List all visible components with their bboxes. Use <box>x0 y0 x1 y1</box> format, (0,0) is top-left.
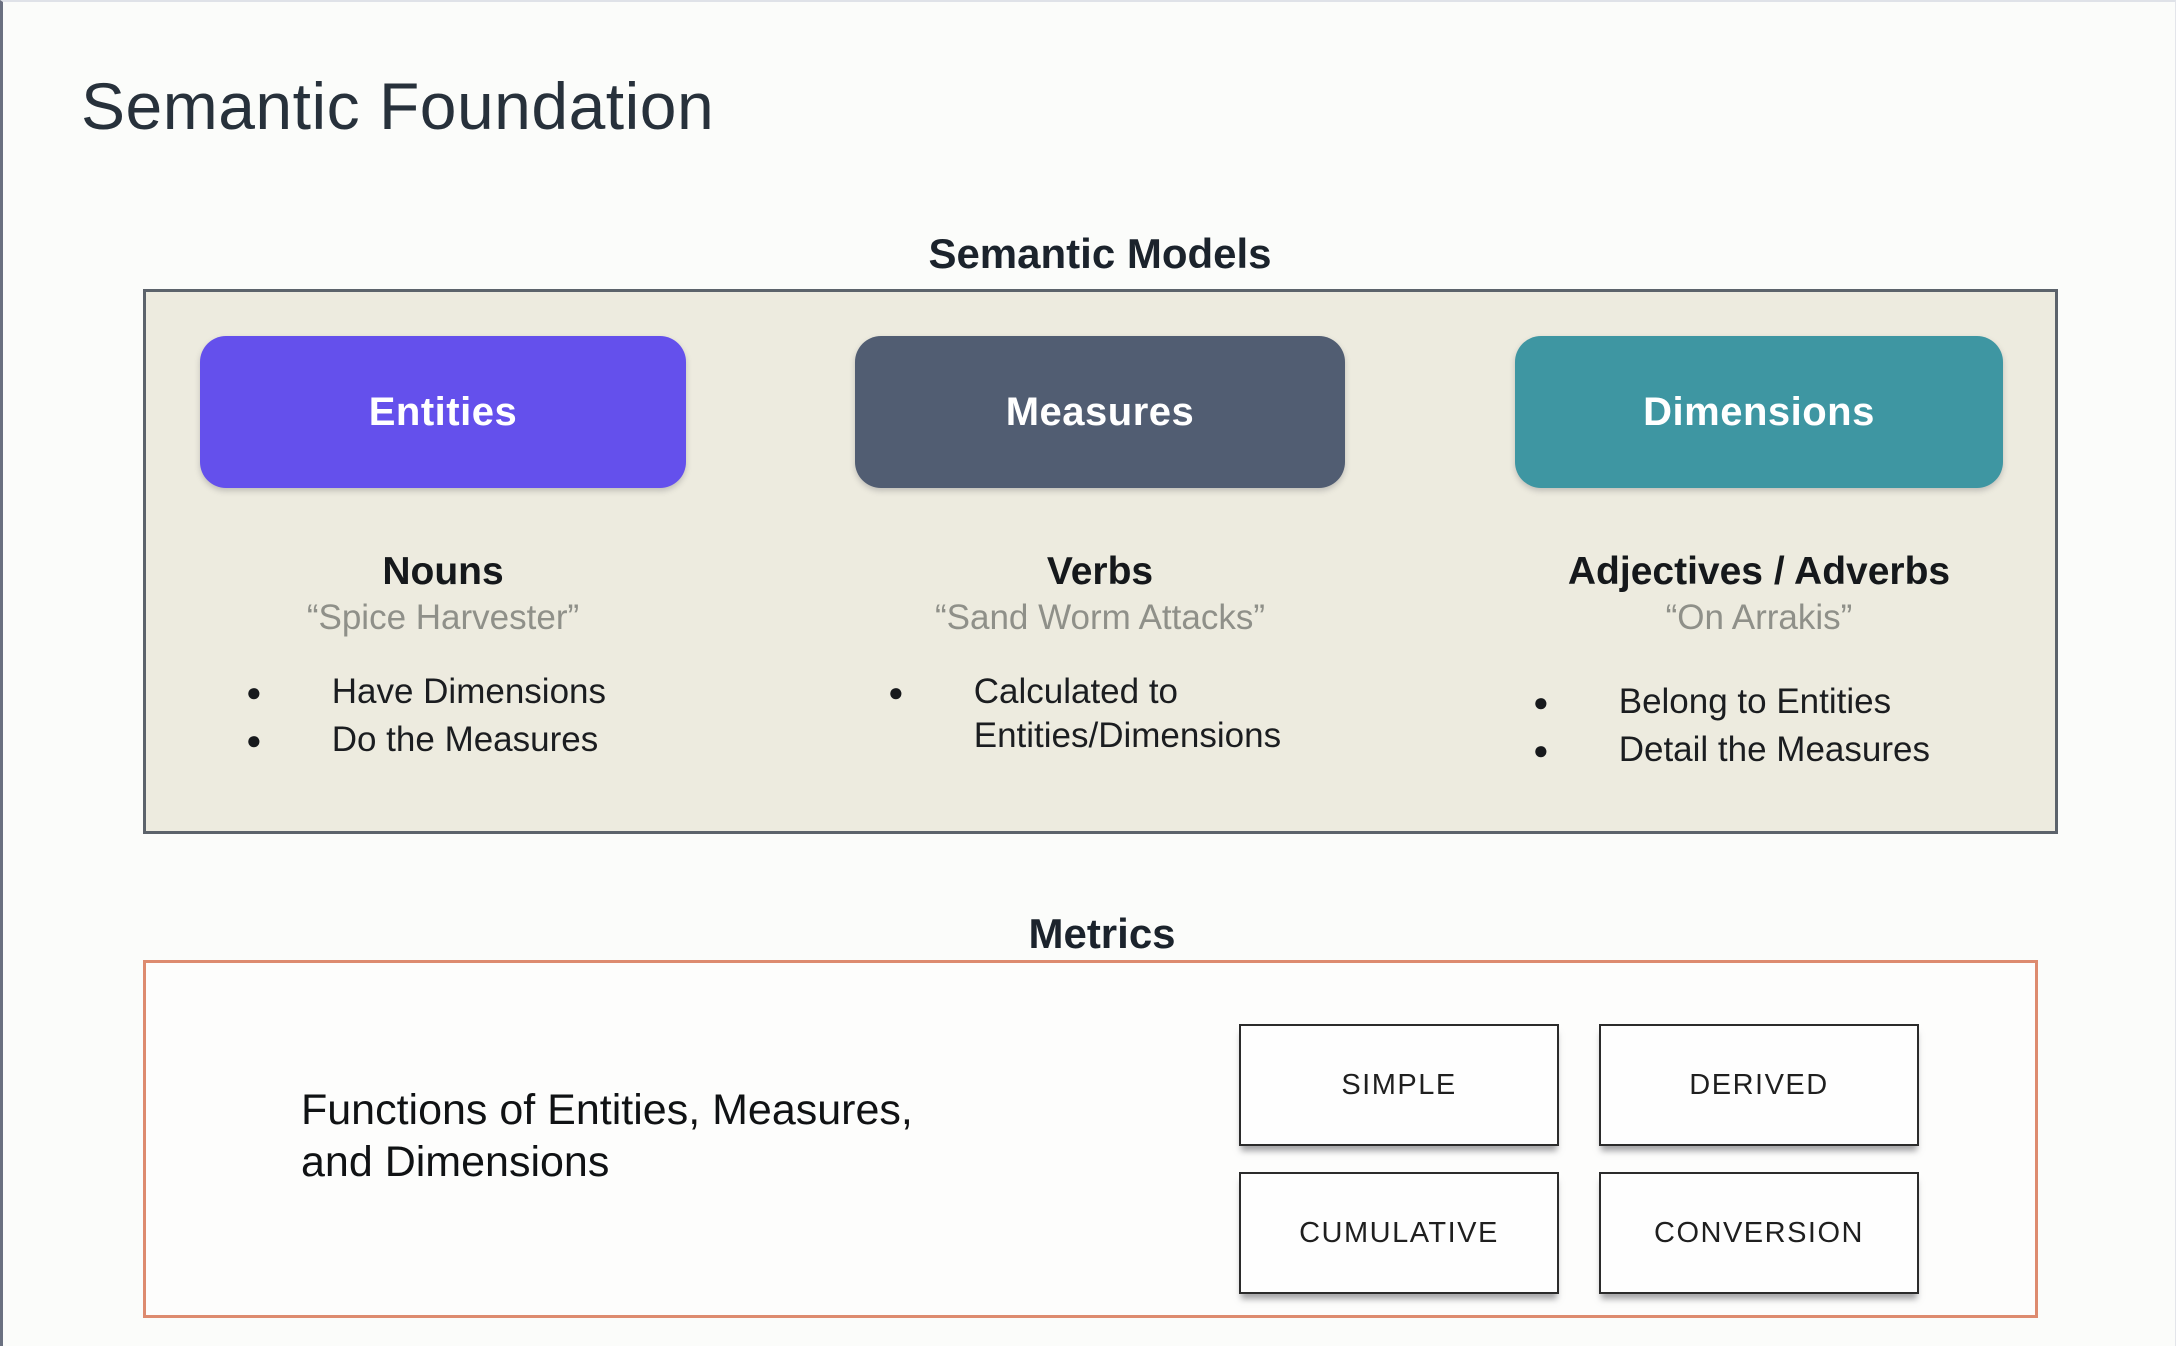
entities-bullet-list: ● Have Dimensions ● Do the Measures <box>246 670 606 762</box>
measures-example-quote: “Sand Worm Attacks” <box>934 598 1265 637</box>
bullet-item: ● Have Dimensions <box>246 670 606 714</box>
bullet-text: Belong to Entities <box>1618 682 1892 721</box>
dimensions-example-quote: “On Arrakis” <box>1665 598 1853 637</box>
metric-type-label: DERIVED <box>1689 1068 1829 1101</box>
measures-bullet-list: ● Calculated to Entities/Dimensions <box>888 670 1394 758</box>
semantic-models-heading: Semantic Models <box>928 230 1272 277</box>
bullet-dot-icon: ● <box>1533 687 1549 717</box>
bullet-item: ● Belong to Entities <box>1533 680 1930 724</box>
dimensions-role-heading: Adjectives / Adverbs <box>1567 550 1951 593</box>
measures-button: Measures <box>855 336 1345 488</box>
bullet-item: ● Do the Measures <box>246 718 606 762</box>
measures-role-heading: Verbs <box>1046 550 1154 593</box>
bullet-text: Detail the Measures <box>1618 730 1930 769</box>
metrics-description-line1: Functions of Entities, Measures, <box>301 1086 913 1134</box>
measures-button-label: Measures <box>1005 389 1195 434</box>
metrics-description-line2: and Dimensions <box>301 1138 610 1186</box>
entities-role-heading: Nouns <box>382 550 504 593</box>
bullet-dot-icon: ● <box>888 677 904 707</box>
metric-type-cumulative: CUMULATIVE <box>1239 1172 1559 1294</box>
bullet-text: Have Dimensions <box>331 672 606 711</box>
entities-button: Entities <box>200 336 686 488</box>
bullet-dot-icon: ● <box>246 677 262 707</box>
bullet-text: Do the Measures <box>331 720 599 759</box>
metric-type-conversion: CONVERSION <box>1599 1172 1919 1294</box>
metric-type-label: CONVERSION <box>1654 1216 1864 1249</box>
metric-type-simple: SIMPLE <box>1239 1024 1559 1146</box>
entities-example-quote: “Spice Harvester” <box>306 598 580 637</box>
metric-type-label: SIMPLE <box>1341 1068 1457 1101</box>
metric-type-derived: DERIVED <box>1599 1024 1919 1146</box>
metric-type-label: CUMULATIVE <box>1299 1216 1499 1249</box>
bullet-item: ● Calculated to Entities/Dimensions <box>888 670 1394 758</box>
bullet-dot-icon: ● <box>246 725 262 755</box>
dimensions-button: Dimensions <box>1515 336 2003 488</box>
slide-title: Semantic Foundation <box>81 69 715 143</box>
bullet-dot-icon: ● <box>1533 735 1549 765</box>
metrics-description: Functions of Entities, Measures, and Dim… <box>301 1084 913 1188</box>
metrics-heading: Metrics <box>1028 910 1176 957</box>
bullet-item: ● Detail the Measures <box>1533 728 1930 772</box>
entities-button-label: Entities <box>368 389 518 434</box>
dimensions-button-label: Dimensions <box>1643 389 1875 434</box>
bullet-text: Calculated to Entities/Dimensions <box>973 672 1282 755</box>
dimensions-bullet-list: ● Belong to Entities ● Detail the Measur… <box>1533 680 1930 772</box>
